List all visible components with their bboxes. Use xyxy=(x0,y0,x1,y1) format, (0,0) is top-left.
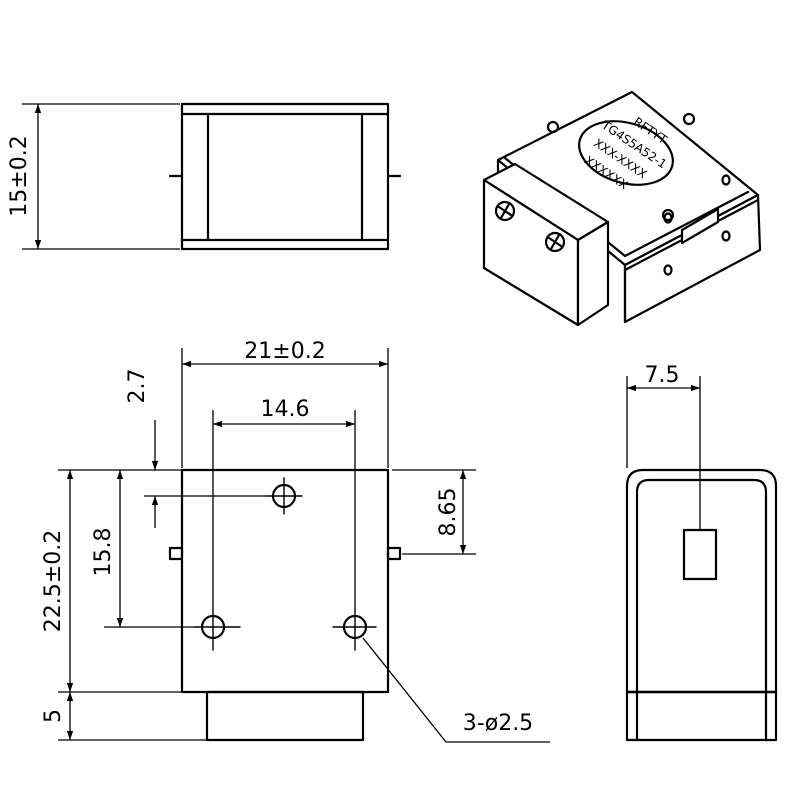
dim-label-connector-length: 5 xyxy=(41,709,66,723)
dim-label-hole-vertical-spacing: 15.8 xyxy=(91,528,116,577)
iso-mount-hole xyxy=(682,112,696,126)
dim-label-hole-spacing: 14.6 xyxy=(261,397,310,422)
dim-label-holes-callout: 3-ø2.5 xyxy=(463,711,533,736)
front-view-port-left xyxy=(168,546,184,561)
side-view: 7.5 xyxy=(625,363,778,742)
iso-connector-side xyxy=(576,220,610,327)
screw-icon xyxy=(494,200,516,222)
front-view-port-right xyxy=(386,546,402,561)
screw-icon xyxy=(544,231,566,253)
dim-label-side-width: 7.5 xyxy=(645,363,680,388)
top-view-body xyxy=(180,102,390,251)
top-view: 15±0.2 xyxy=(7,102,402,251)
iso-side-hole xyxy=(663,264,673,276)
iso-mount-hole xyxy=(661,208,675,222)
iso-side-hole xyxy=(721,174,731,186)
side-view-body xyxy=(625,468,778,694)
iso-product-label xyxy=(578,120,674,186)
dim-label-body-length: 22.5±0.2 xyxy=(41,530,66,632)
iso-side-hole xyxy=(721,230,731,242)
dim-label-offset-top-hole: 2.7 xyxy=(125,369,150,404)
iso-port-slot xyxy=(680,207,720,245)
dim-label-port-offset: 8.65 xyxy=(436,488,461,537)
dim-label-width-overall: 21±0.2 xyxy=(244,339,325,364)
side-view-connector xyxy=(625,690,778,742)
dim-label-height-top-view: 15±0.2 xyxy=(7,135,32,216)
iso-mount-hole xyxy=(546,120,560,134)
front-view: 21±0.2 14.6 2.7 15.8 22.5±0.2 5 8.65 3-ø… xyxy=(41,339,550,743)
side-view-port-slot xyxy=(682,528,718,581)
iso-side-hole xyxy=(663,212,673,224)
isometric-view: RFTYT TG4S5A52-1 XXX-XXXX XXXXXX xyxy=(482,90,762,327)
leader-holes xyxy=(362,637,550,743)
front-view-connector xyxy=(205,690,365,742)
